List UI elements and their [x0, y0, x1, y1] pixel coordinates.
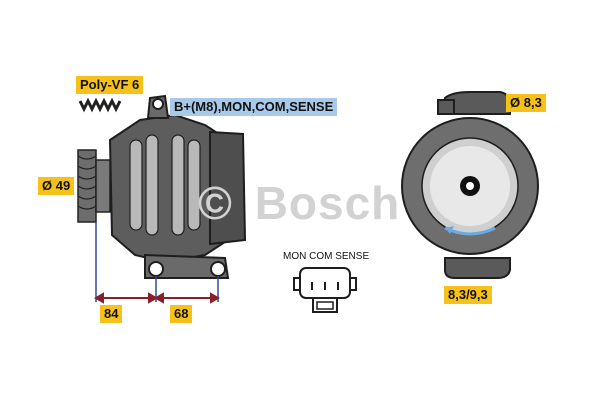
copyright-mark: ©	[198, 177, 233, 229]
top-mount-ear	[146, 94, 170, 119]
connector-pins-label: MON COM SENSE	[283, 251, 370, 262]
rear-cap	[209, 130, 247, 246]
dimension-a-label: 84	[100, 305, 123, 323]
belt-profile-icon	[78, 97, 122, 113]
alternator-rear-view	[401, 91, 539, 279]
alternator-side-view	[77, 94, 247, 279]
mount-hole-diameter-label: Ø 8,3	[506, 94, 546, 112]
pulley-type-label: Poly-VF 6	[76, 76, 144, 94]
lower-mount-bracket	[144, 253, 230, 279]
pulley-diameter-label: Ø 49	[38, 177, 75, 195]
terminals-label: B+(M8),MON,COM,SENSE	[170, 98, 338, 116]
pulley	[77, 149, 111, 223]
bracket-holes-label: 8,3/9,3	[444, 286, 492, 304]
brand-watermark: Bosch	[254, 177, 401, 229]
bottom-bracket	[444, 257, 511, 279]
connector-plug	[293, 267, 357, 313]
dimension-b-label: 68	[170, 305, 193, 323]
housing-fins	[129, 134, 201, 236]
dimension-line	[93, 292, 221, 304]
